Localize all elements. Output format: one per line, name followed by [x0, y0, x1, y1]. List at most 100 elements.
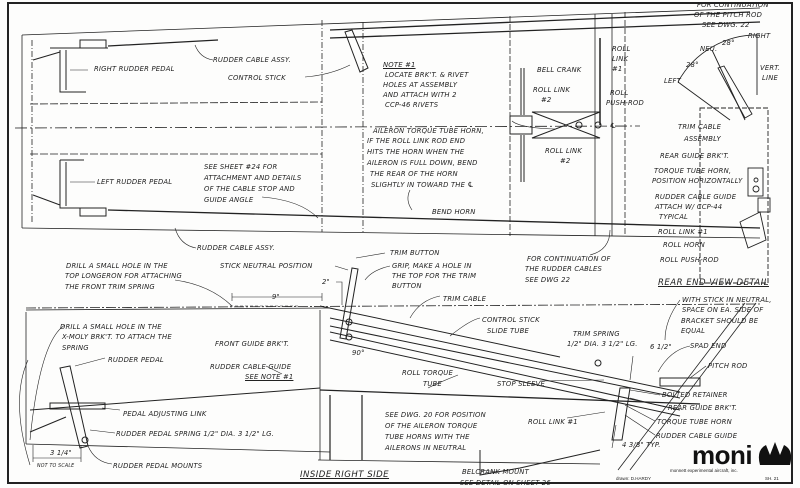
- label-trim-button: TRIM BUTTON: [390, 248, 440, 257]
- see-sheet-24-line: GUIDE ANGLE: [204, 195, 254, 204]
- pitch-rod-note: OF THE PITCH ROD: [694, 10, 763, 19]
- label-roll-link-1: #1: [612, 64, 623, 73]
- sheet-number: SH. 21: [765, 476, 779, 481]
- label-rudder-cable-guide: RUDDER CABLE GUIDE: [655, 192, 737, 201]
- rear-view-title: REAR END VIEW DETAIL: [658, 278, 769, 288]
- label-rudder-cable-guide-side: RUDDER CABLE GUIDE: [656, 431, 738, 440]
- label-torque-tube-horn-side: TORQUE TUBE HORN: [657, 417, 732, 426]
- label-angle-left: 28°: [686, 60, 699, 69]
- aileron-note-line: HITS THE HORN WHEN THE: [367, 147, 465, 156]
- dimension-lines: [32, 281, 634, 462]
- grip-note: BUTTON: [392, 281, 422, 290]
- label-slide-tube: SLIDE TUBE: [487, 326, 529, 335]
- drill-longeron-note: TOP LONGERON FOR ATTACHING: [65, 271, 182, 280]
- label-rudder-cable-guide: ATTACH W/ CCP-44: [655, 202, 723, 211]
- note1-line: LOCATE BRK'T. & RIVET: [385, 70, 469, 79]
- see-dwg-20-note: SEE DWG. 20 FOR POSITION: [385, 410, 486, 419]
- label-angle-right: 28°: [722, 38, 735, 47]
- label-rudder-pedal-mounts: RUDDER PEDAL MOUNTS: [113, 461, 203, 470]
- label-not-to-scale: NOT TO SCALE: [37, 463, 75, 469]
- label-trim-cable-assembly: ASSEMBLY: [684, 134, 721, 143]
- see-sheet-24-line: SEE SHEET #24 FOR: [204, 162, 278, 171]
- label-slide-tube: CONTROL STICK: [482, 315, 540, 324]
- label-trim-cable-assembly: TRIM CABLE: [678, 122, 722, 131]
- dim-2: 2": [322, 277, 330, 286]
- aileron-note-line: AILERON TORQUE TUBE HORN,: [373, 126, 484, 135]
- label-rudder-pedal: RUDDER PEDAL: [108, 355, 164, 364]
- label-stop-sleeve: STOP SLEEVE: [497, 379, 546, 388]
- drill-xmoly-note: SPRING: [62, 343, 89, 352]
- grip-note: THE TOP FOR THE TRIM: [392, 271, 477, 280]
- control-stick-side: [339, 267, 359, 341]
- label-vert-line: LINE: [762, 73, 779, 82]
- label-roll-push-rod-rear: ROLL PUSH-ROD: [660, 255, 719, 264]
- label-rudder-pedal-spring: RUDDER PEDAL SPRING 1/2" DIA. 3 1/2" LG.: [116, 429, 274, 438]
- label-rear-guide-brkt: REAR GUIDE BRK'T.: [660, 151, 730, 160]
- label-trim-cable: TRIM CABLE: [443, 294, 487, 303]
- label-left: LEFT: [664, 76, 681, 85]
- left-rudder-pedal: [32, 159, 107, 217]
- bellcrank-assembly: [509, 38, 602, 182]
- see-dwg-20-note: OF THE AILERON TORQUE: [385, 421, 478, 430]
- sheet-border: [7, 2, 793, 484]
- note1-title: NOTE #1: [383, 60, 416, 69]
- see-sheet-24-line: ATTACHMENT AND DETAILS: [204, 173, 302, 182]
- company-name: monnett experimental aircraft, inc.: [670, 468, 738, 473]
- label-bell-crank: BELL CRANK: [537, 65, 582, 74]
- label-spad-end: SPAD END: [690, 341, 727, 350]
- control-stick-top: [344, 29, 369, 73]
- label-belcrank-mount: SEE DETAIL ON SHEET 26: [460, 478, 551, 487]
- label-rear-guide-brkt-side: REAR GUIDE BRK'T.: [668, 403, 738, 412]
- note1-line: CCP-46 RIVETS: [385, 100, 439, 109]
- grip-note: GRIP, MAKE A HOLE IN: [392, 261, 472, 270]
- aileron-note-line: AILERON IS FULL DOWN, BEND: [367, 158, 478, 167]
- rudder-cables-note: THE RUDDER CABLES: [525, 264, 603, 273]
- moni-logo: moni: [692, 440, 753, 470]
- leader-lines: [70, 44, 611, 256]
- side-view-outline: [25, 302, 761, 471]
- side-view-title: INSIDE RIGHT SIDE: [300, 470, 390, 480]
- label-front-guide-brkt: FRONT GUIDE BRK'T.: [215, 339, 290, 348]
- label-bolted-retainer: BOLTED RETAINER: [662, 390, 728, 399]
- label-left-rudder-pedal: LEFT RUDDER PEDAL: [97, 177, 173, 186]
- label-roll-torque-tube: ROLL TORQUE: [402, 368, 453, 377]
- rudder-cables-note: FOR CONTINUATION OF: [527, 254, 611, 263]
- label-roll-horn: ROLL HORN: [663, 240, 705, 249]
- label-rudder-cable-assy-top: RUDDER CABLE ASSY.: [213, 55, 291, 64]
- note1-line: AND ATTACH WITH 2: [383, 90, 457, 99]
- right-rudder-pedal: [32, 39, 108, 93]
- label-control-stick: CONTROL STICK: [228, 73, 286, 82]
- stick-neutral-note: BRACKET SHOULD BE: [681, 316, 759, 325]
- drill-longeron-note: DRILL A SMALL HOLE IN THE: [66, 261, 168, 270]
- centerline-symbol: ℄: [610, 121, 617, 130]
- rudder-cable-guide-note: SEE NOTE #1: [245, 372, 294, 381]
- stick-neutral-note: EQUAL: [681, 326, 706, 335]
- label-roll-link-1: LINK: [612, 54, 629, 63]
- stick-neutral-note: SPACE ON EA. SIDE OF: [682, 305, 764, 314]
- label-roll-push-rod: PUSH-ROD: [606, 98, 644, 107]
- dim-4-375: 4 3/8" TYP.: [622, 440, 661, 449]
- drill-xmoly-note: X-MOLY BRK'T. TO ATTACH THE: [62, 332, 172, 341]
- pitch-rod-note: SEE DWG. 22: [702, 20, 750, 29]
- dim-9: 9": [272, 292, 280, 301]
- label-belcrank-mount: BELCRANK MOUNT: [462, 467, 529, 476]
- dim-3-25: 3 1/4": [50, 448, 72, 457]
- label-pitch-rod: PITCH ROD: [708, 361, 748, 370]
- slide-and-torque-tubes: [319, 305, 701, 417]
- label-roll-link-2: ROLL LINK: [533, 85, 571, 94]
- label-stick-neutral: STICK NEUTRAL POSITION: [220, 261, 313, 270]
- aileron-note-line: SLIGHTLY IN TOWARD THE ℄: [371, 180, 474, 189]
- see-dwg-20-note: TUBE HORNS WITH THE: [385, 432, 470, 441]
- pitch-rod-note: FOR CONTINUATION: [697, 0, 769, 9]
- label-rudder-cable-assy-bottom: RUDDER CABLE ASSY.: [197, 243, 275, 252]
- label-pedal-adjusting-link: PEDAL ADJUSTING LINK: [123, 409, 207, 418]
- note1-line: HOLES AT ASSEMBLY: [383, 80, 458, 89]
- label-neutral: NEU.: [700, 44, 718, 53]
- drill-xmoly-note: DRILL A SMALL HOLE IN THE: [60, 322, 162, 331]
- rear-side-assembly: [479, 359, 701, 476]
- label-roll-link-1-rear: ROLL LINK #1: [658, 227, 708, 236]
- stick-neutral-note: WITH STICK IN NEUTRAL,: [682, 295, 772, 304]
- label-roll-link-2-lower-num: #2: [560, 156, 571, 165]
- dim-6-5: 6 1/2": [650, 342, 672, 351]
